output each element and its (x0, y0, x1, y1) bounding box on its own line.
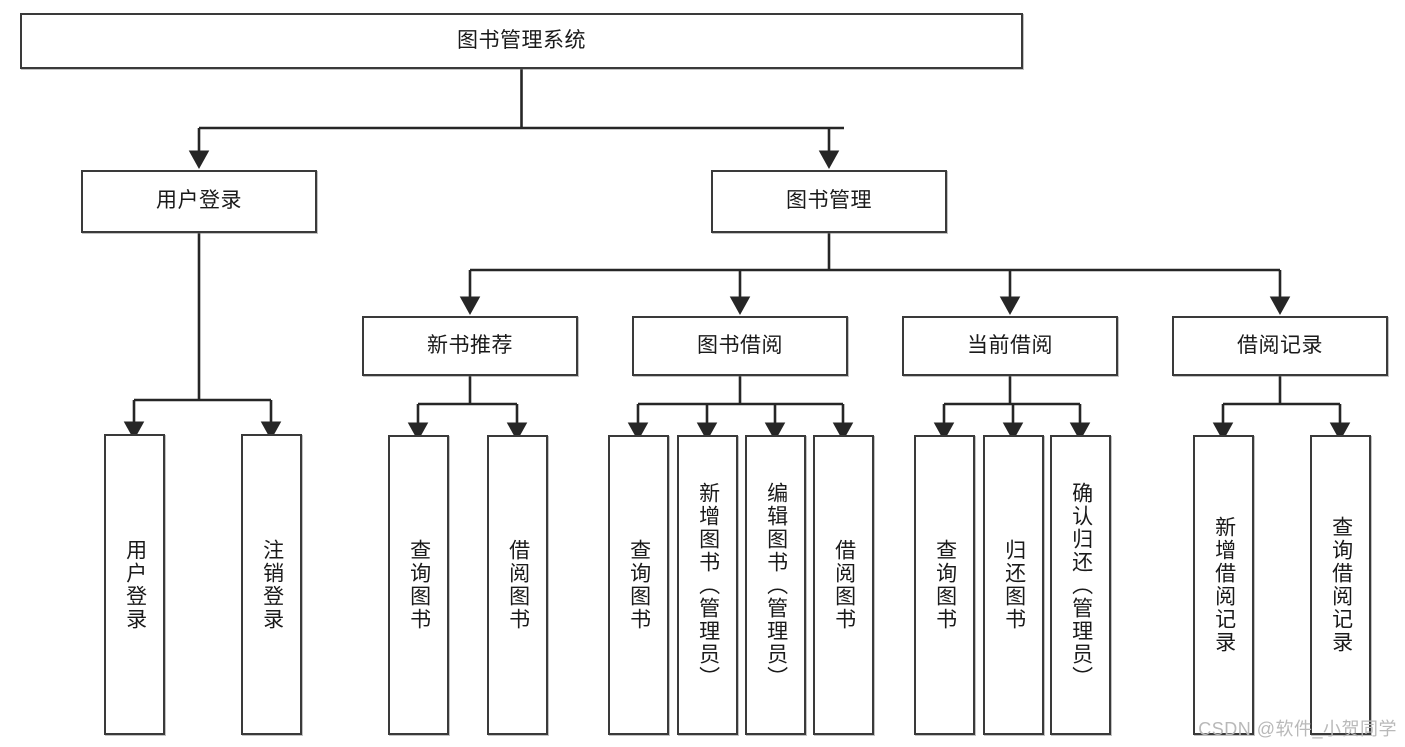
leaf-user-login[interactable]: 用户登录 (104, 434, 165, 735)
node-book-management[interactable]: 图书管理 (711, 170, 947, 233)
node-label: 编辑图书（管理员） (764, 481, 788, 689)
leaf-logout[interactable]: 注销登录 (241, 434, 302, 735)
node-book-borrow[interactable]: 图书借阅 (632, 316, 848, 376)
leaf-query-book-newbook[interactable]: 查询图书 (388, 435, 449, 735)
node-label: 注销登录 (260, 538, 284, 631)
node-borrow-record[interactable]: 借阅记录 (1172, 316, 1388, 376)
leaf-add-borrow-record[interactable]: 新增借阅记录 (1193, 435, 1254, 735)
node-label: 查询图书 (933, 539, 957, 631)
node-user-login[interactable]: 用户登录 (81, 170, 317, 233)
node-label: 借阅图书 (832, 539, 856, 631)
node-label: 图书管理系统 (457, 28, 586, 52)
node-label: 借阅记录 (1237, 333, 1323, 357)
node-current-borrow[interactable]: 当前借阅 (902, 316, 1118, 376)
leaf-query-borrow-record[interactable]: 查询借阅记录 (1310, 435, 1371, 735)
leaf-confirm-return-admin[interactable]: 确认归还（管理员） (1050, 435, 1111, 735)
leaf-return-book[interactable]: 归还图书 (983, 435, 1044, 735)
node-label: 确认归还（管理员） (1069, 481, 1093, 689)
leaf-borrow-book-borrow[interactable]: 借阅图书 (813, 435, 874, 735)
node-label: 新书推荐 (427, 333, 513, 357)
node-label: 查询图书 (627, 539, 651, 631)
node-label: 当前借阅 (967, 333, 1053, 357)
node-label: 查询图书 (407, 539, 431, 631)
node-root-book-management-system[interactable]: 图书管理系统 (20, 13, 1023, 69)
leaf-query-book-borrow[interactable]: 查询图书 (608, 435, 669, 735)
node-label: 用户登录 (156, 189, 242, 213)
leaf-add-book-admin[interactable]: 新增图书（管理员） (677, 435, 738, 735)
node-label: 借阅图书 (506, 539, 530, 631)
leaf-query-book-current[interactable]: 查询图书 (914, 435, 975, 735)
node-label: 归还图书 (1002, 539, 1026, 631)
node-label: 图书管理 (786, 189, 872, 213)
watermark-text: CSDN @软件_小贺同学 (1198, 719, 1397, 739)
node-label: 新增图书（管理员） (696, 481, 720, 689)
node-label: 查询借阅记录 (1329, 516, 1353, 654)
node-label: 新增借阅记录 (1212, 516, 1236, 654)
leaf-edit-book-admin[interactable]: 编辑图书（管理员） (745, 435, 806, 735)
node-label: 用户登录 (123, 538, 147, 631)
node-new-book-recommend[interactable]: 新书推荐 (362, 316, 578, 376)
node-label: 图书借阅 (697, 333, 783, 357)
leaf-borrow-book-newbook[interactable]: 借阅图书 (487, 435, 548, 735)
